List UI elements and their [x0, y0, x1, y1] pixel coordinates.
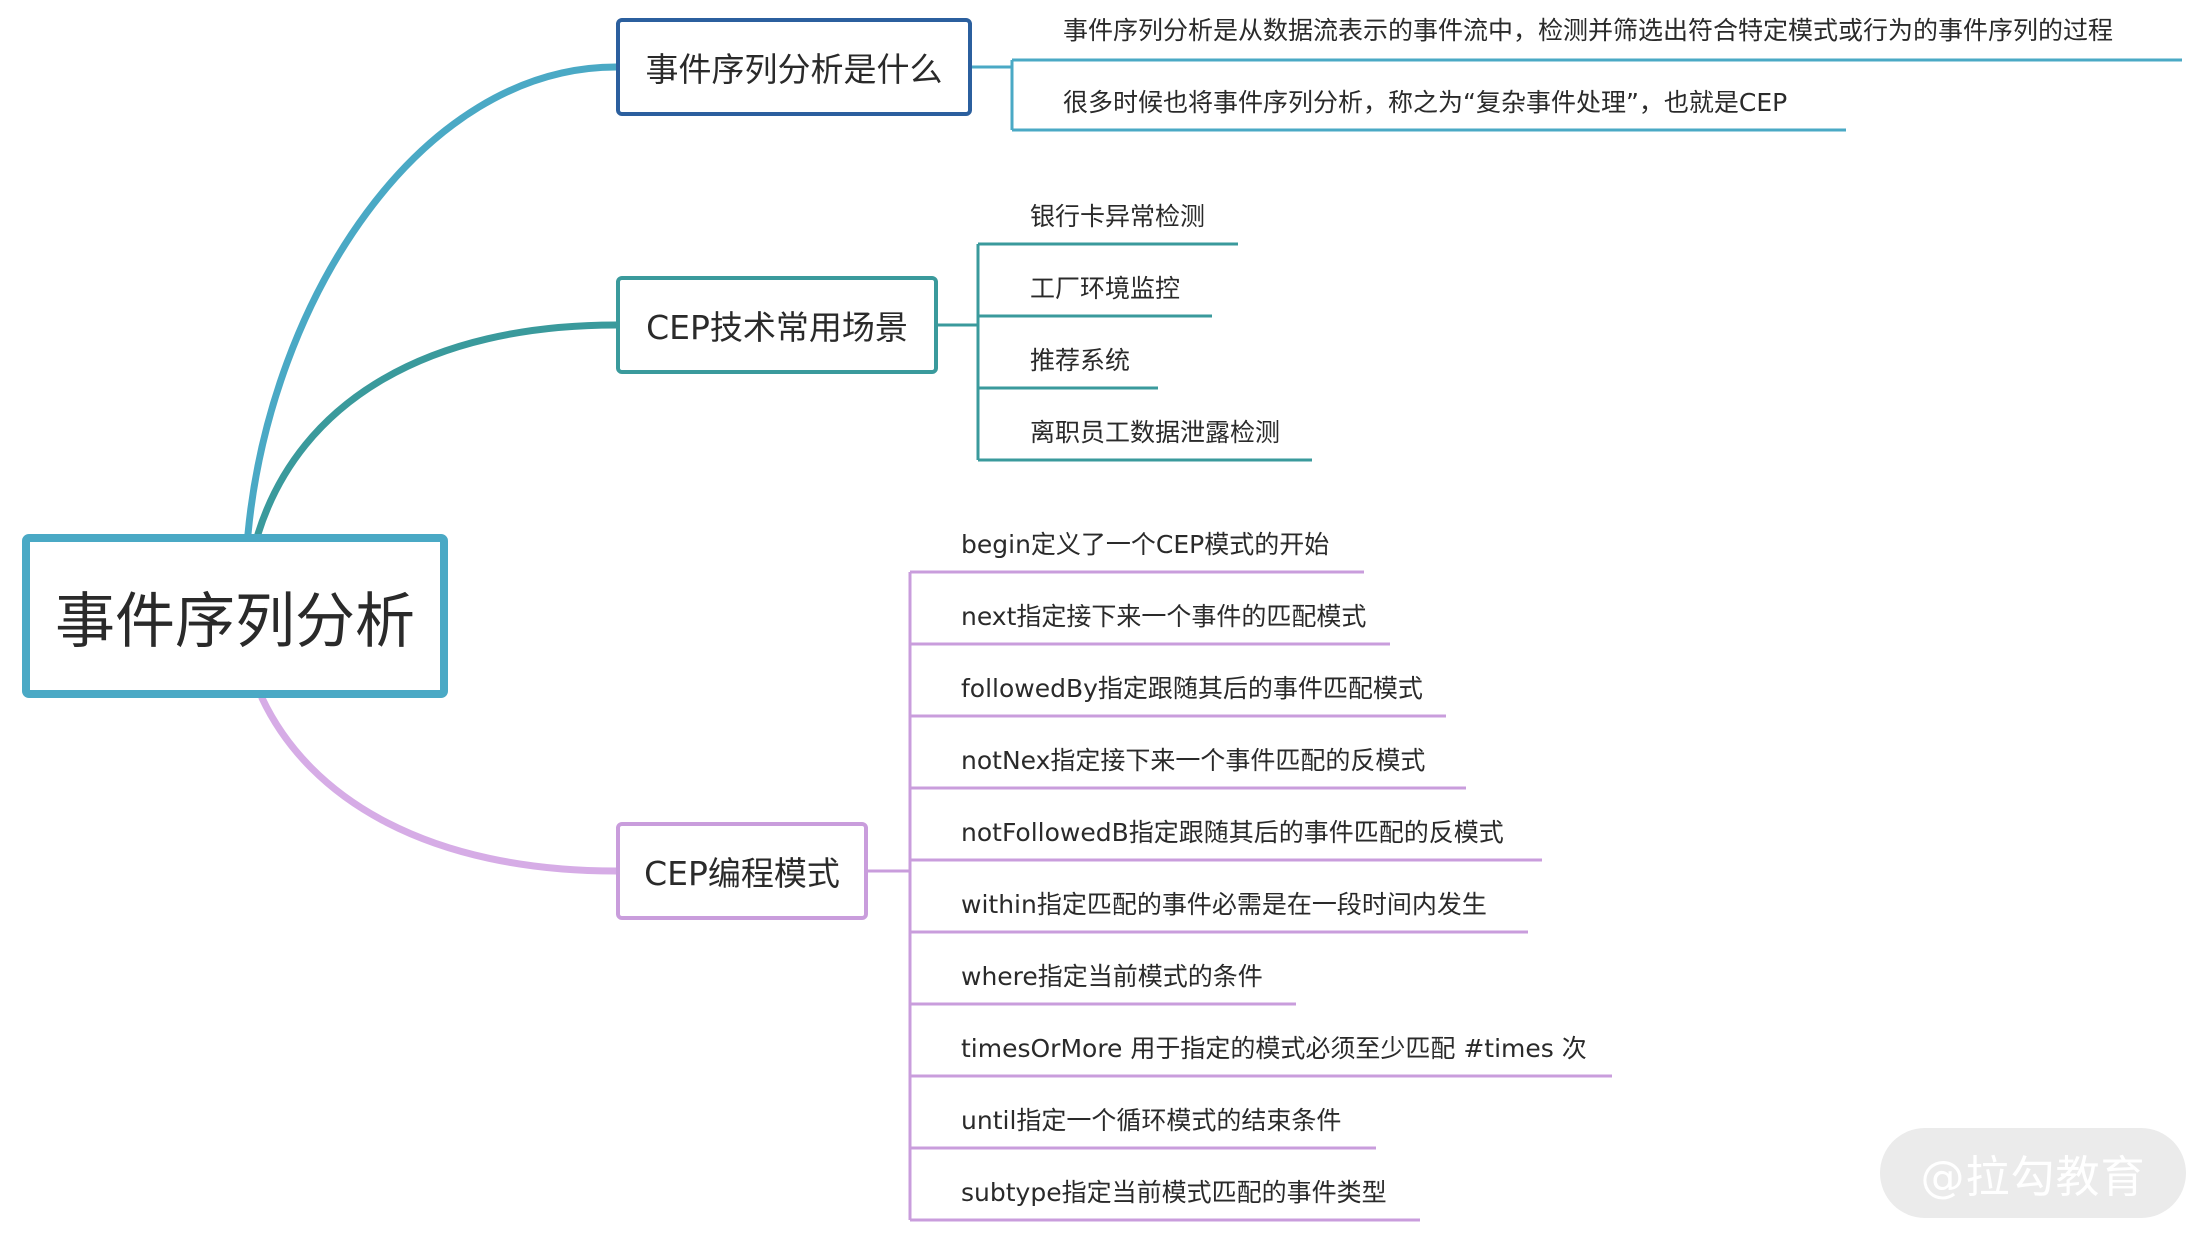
- leaf-where: where指定当前模式的条件: [961, 962, 1263, 991]
- root-node[interactable]: 事件序列分析: [22, 534, 448, 698]
- leaf-notfollowedby: notFollowedB指定跟随其后的事件匹配的反模式: [961, 818, 1504, 847]
- watermark-logo: @拉勾教育: [1880, 1128, 2186, 1218]
- root-label: 事件序列分析: [55, 586, 415, 657]
- leaf-subtype: subtype指定当前模式匹配的事件类型: [961, 1178, 1387, 1207]
- leaf-followedby: followedBy指定跟随其后的事件匹配模式: [961, 674, 1423, 703]
- leaf-definition: 事件序列分析是从数据流表示的事件流中，检测并筛选出符合特定模式或行为的事件序列的…: [1063, 16, 2114, 45]
- leaf-bank-card-anomaly: 银行卡异常检测: [1030, 202, 1206, 231]
- edge-root-branch-2: [258, 694, 620, 875]
- leaf-recommendation-system: 推荐系统: [1030, 346, 1131, 375]
- branch-cep-programming-patterns[interactable]: CEP编程模式: [616, 822, 868, 920]
- leaf-within: within指定匹配的事件必需是在一段时间内发生: [961, 890, 1487, 919]
- leaf-until: until指定一个循环模式的结束条件: [961, 1106, 1342, 1135]
- leaf-begin: begin定义了一个CEP模式的开始: [961, 530, 1330, 559]
- leaf-cep-alias: 很多时候也将事件序列分析，称之为“复杂事件处理”，也就是CEP: [1063, 88, 1788, 117]
- branch-label: CEP编程模式: [644, 854, 840, 893]
- branch-label: CEP技术常用场景: [646, 308, 908, 347]
- edge-root-branch-1: [254, 321, 620, 538]
- branch-cep-use-cases[interactable]: CEP技术常用场景: [616, 276, 938, 374]
- leaf-notnext: notNex指定接下来一个事件匹配的反模式: [961, 746, 1426, 775]
- leaf-timesormore: timesOrMore 用于指定的模式必须至少匹配 #times 次: [961, 1034, 1587, 1063]
- leaf-factory-monitoring: 工厂环境监控: [1030, 274, 1181, 303]
- leaf-data-leak-detection: 离职员工数据泄露检测: [1030, 418, 1281, 447]
- branch-label: 事件序列分析是什么: [645, 50, 943, 89]
- leaf-next: next指定接下来一个事件的匹配模式: [961, 602, 1367, 631]
- branch-what-is-event-sequence-analysis[interactable]: 事件序列分析是什么: [616, 18, 972, 116]
- edge-root-branch-0: [244, 63, 620, 538]
- watermark-text: @拉勾教育: [1920, 1152, 2146, 1203]
